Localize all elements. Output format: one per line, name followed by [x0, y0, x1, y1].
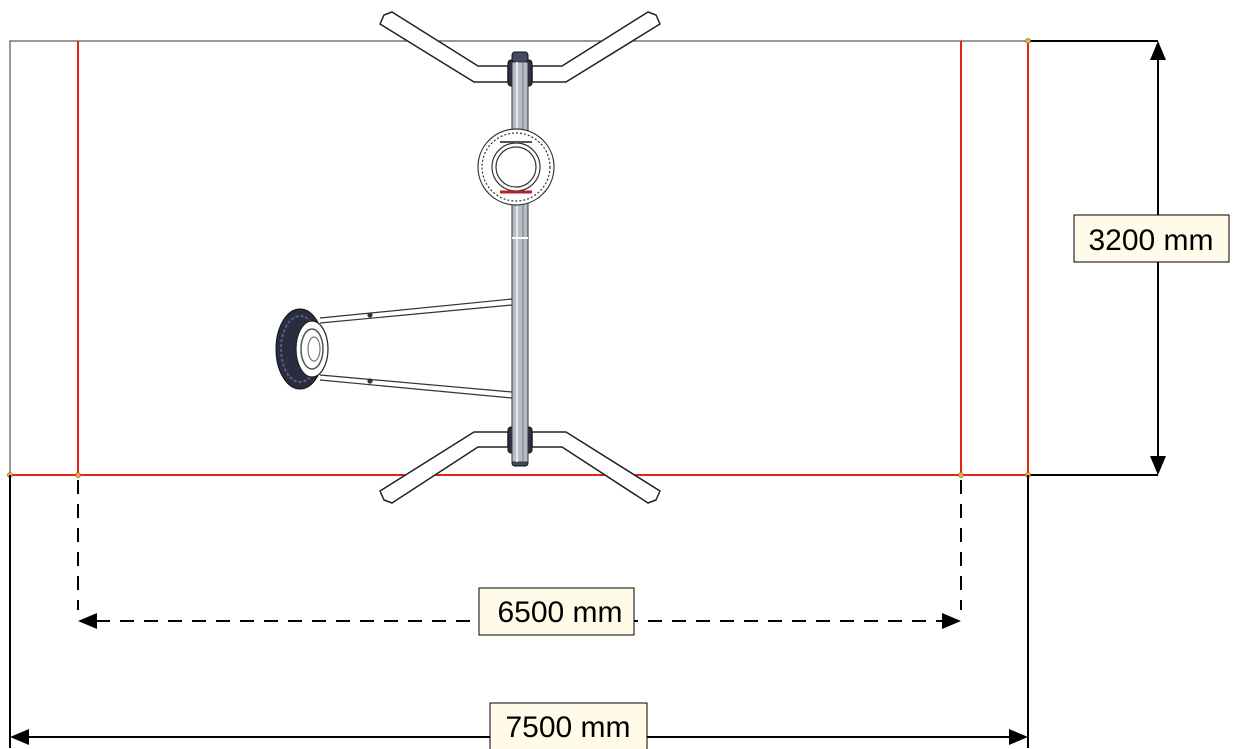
height-label: 3200 mm	[1088, 224, 1213, 257]
outer-width-label: 7500 mm	[505, 711, 630, 744]
outer-width-dimension: 7500 mm	[9, 475, 1029, 749]
inner-arrow-right	[942, 613, 961, 629]
inner-arrow-left	[78, 613, 97, 629]
tire	[275, 308, 329, 390]
equipment-swing	[275, 11, 661, 504]
ring-seat	[477, 128, 555, 206]
inner-width-label: 6500 mm	[497, 596, 622, 629]
safety-zone-lines	[10, 41, 1029, 476]
endpoint-dot	[1025, 38, 1031, 44]
outer-width-label-box	[489, 702, 648, 749]
inner-width-label-box	[478, 587, 635, 636]
outer-arrow-right	[1009, 729, 1028, 745]
endpoint-dots	[7, 38, 1031, 478]
inner-width-dimension: 6500 mm	[77, 480, 962, 636]
tire-chains	[319, 298, 513, 399]
height-dimension: 3200 mm	[1073, 41, 1230, 475]
endpoint-dot	[958, 472, 964, 478]
height-arrow-bottom	[1150, 456, 1166, 475]
endpoint-dot	[75, 472, 81, 478]
height-arrow-top	[1150, 41, 1166, 60]
top-beam	[511, 61, 529, 463]
height-label-box	[1073, 214, 1230, 263]
outer-arrow-left	[10, 729, 29, 745]
